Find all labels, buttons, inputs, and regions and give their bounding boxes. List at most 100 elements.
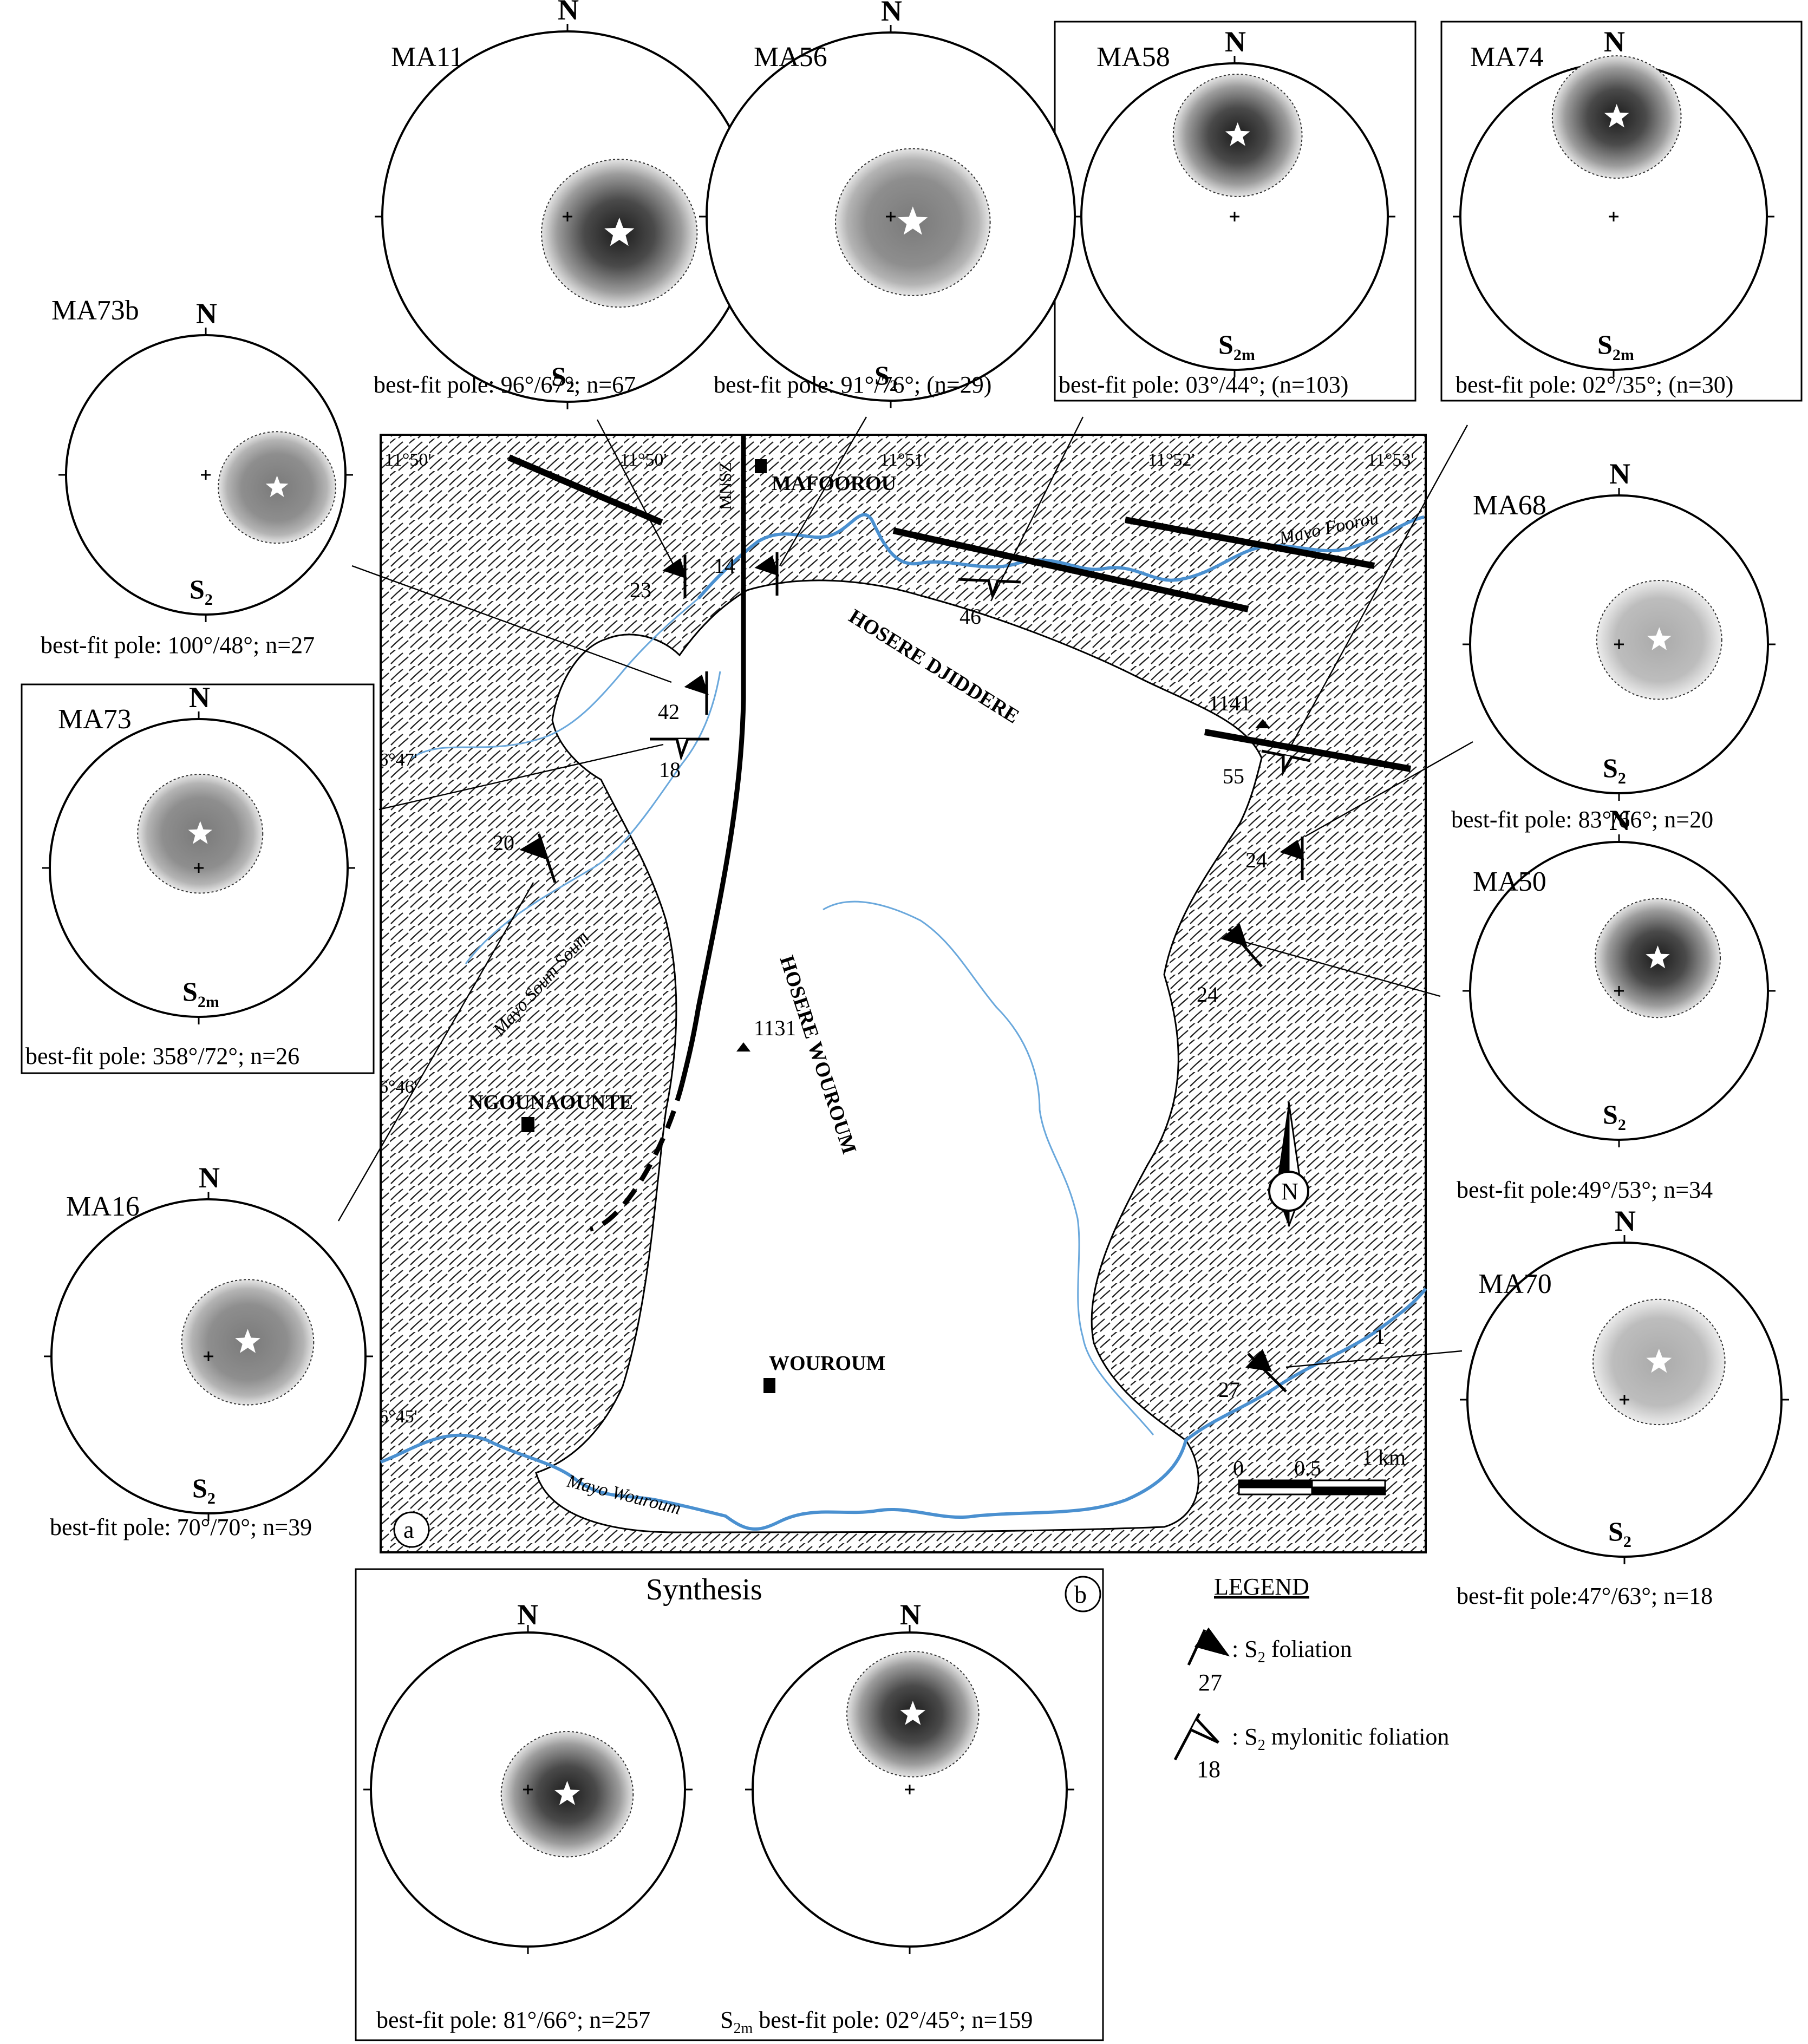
stereonet-MA16 bbox=[44, 1192, 373, 1521]
stereonet-MA70 bbox=[1460, 1235, 1789, 1564]
river-mayo-foorou bbox=[697, 513, 1425, 599]
best-fit-pole-star bbox=[900, 1701, 926, 1725]
dip-42: 42 bbox=[658, 700, 680, 724]
ma74-frame bbox=[1440, 21, 1803, 402]
dip-24b: 24 bbox=[1197, 982, 1218, 1007]
best-fit-pole-star bbox=[1646, 945, 1670, 969]
scale-full: 1 km bbox=[1362, 1445, 1406, 1470]
legend-mylonitic-symbol bbox=[1173, 1713, 1219, 1761]
north-label-MA73: N bbox=[189, 681, 210, 714]
foliation-label-MA16: S2 bbox=[192, 1473, 216, 1507]
panel-label-a: a bbox=[403, 1517, 414, 1543]
caption-MA11: best-fit pole: 96°/67°; n=67 bbox=[374, 371, 636, 398]
lat-tick-2: 6°46' bbox=[379, 1077, 417, 1097]
synthesis-title: Synthesis bbox=[646, 1573, 762, 1607]
dip-27: 27 bbox=[1218, 1377, 1240, 1402]
best-fit-pole-star bbox=[898, 206, 928, 235]
center-cross bbox=[204, 1351, 213, 1361]
panel-label-a-circle bbox=[393, 1511, 430, 1548]
best-fit-pole-star bbox=[1604, 104, 1629, 128]
north-label-synthesis-s2m: N bbox=[900, 1598, 921, 1631]
north-label-MA16: N bbox=[199, 1161, 220, 1194]
town-ngounaounte: NGOUNAOUNTE bbox=[468, 1091, 633, 1114]
foliation-label-MA70: S2 bbox=[1608, 1516, 1631, 1551]
center-cross bbox=[905, 1785, 915, 1794]
dip-18: 18 bbox=[659, 757, 681, 782]
stereonet-MA50 bbox=[1463, 834, 1776, 1147]
stereonet-MA73b bbox=[58, 328, 353, 622]
north-label-MA70: N bbox=[1615, 1205, 1636, 1237]
scale-zero: 0 bbox=[1233, 1456, 1244, 1480]
river-mayo-wouroum bbox=[380, 1288, 1427, 1531]
foliation-label-MA50: S2 bbox=[1603, 1099, 1626, 1134]
lon-tick-3: 11°51' bbox=[880, 450, 926, 470]
center-cross bbox=[1614, 986, 1624, 996]
best-fit-pole-star bbox=[604, 217, 635, 246]
caption-MA58: best-fit pole: 03°/44°; (n=103) bbox=[1059, 371, 1348, 398]
ma73-frame bbox=[21, 683, 375, 1074]
center-cross bbox=[1614, 639, 1624, 649]
north-label-synthesis-s2: N bbox=[517, 1598, 538, 1631]
caption-MA73b: best-fit pole: 100°/48°; n=27 bbox=[41, 632, 315, 658]
stereonet-name-MA74: MA74 bbox=[1470, 42, 1544, 73]
north-label-MA73b: N bbox=[196, 297, 217, 330]
center-cross bbox=[1609, 212, 1618, 221]
stereonet-MA58 bbox=[1074, 56, 1395, 377]
legend-foliation-dip: 27 bbox=[1198, 1669, 1222, 1696]
dip-1: 1 bbox=[1374, 1324, 1385, 1349]
center-cross bbox=[1620, 1395, 1629, 1405]
center-cross bbox=[201, 470, 211, 480]
dip-46: 46 bbox=[960, 604, 981, 629]
stereonet-MA74 bbox=[1453, 55, 1774, 377]
lat-tick-1: 6°47' bbox=[379, 750, 417, 770]
dip-symbols bbox=[519, 552, 1304, 1393]
best-fit-pole-star bbox=[1646, 1348, 1672, 1373]
north-label-MA50: N bbox=[1609, 804, 1630, 837]
peaks bbox=[736, 719, 1270, 1052]
north-label-MA68: N bbox=[1609, 458, 1630, 490]
stereonet-MA73 bbox=[42, 711, 355, 1024]
dip-55: 55 bbox=[1223, 764, 1244, 788]
foliation-label-MA73: S2m bbox=[182, 976, 219, 1011]
peak-1141: 1141 bbox=[1209, 691, 1251, 715]
stereonet-MA56 bbox=[699, 25, 1082, 408]
legend-title: LEGEND bbox=[1214, 1573, 1309, 1600]
stereonet-name-MA58: MA58 bbox=[1096, 42, 1170, 73]
lat-tick-3: 6°45' bbox=[379, 1407, 417, 1427]
lon-tick-5: 11°53' bbox=[1367, 450, 1414, 470]
north-label-MA74: N bbox=[1604, 25, 1625, 58]
stereonet-name-MA16: MA16 bbox=[66, 1191, 140, 1222]
best-fit-pole-star bbox=[265, 475, 289, 497]
legend-foliation-symbol bbox=[1187, 1627, 1230, 1666]
center-cross bbox=[523, 1785, 533, 1794]
stereonet-name-MA73b: MA73b bbox=[51, 295, 139, 326]
town-mafoorou: MAFOOROU bbox=[772, 472, 896, 495]
mylonitic-dip-symbols bbox=[650, 578, 1311, 777]
towns bbox=[521, 459, 775, 1393]
caption-MA68: best-fit pole: 83°/66°; n=20 bbox=[1451, 806, 1713, 833]
center-cross bbox=[563, 212, 572, 221]
caption-MA70: best-fit pole:47°/63°; n=18 bbox=[1457, 1583, 1713, 1609]
north-label-MA58: N bbox=[1225, 25, 1246, 58]
best-fit-pole-star bbox=[188, 821, 212, 844]
lon-tick-2: 11°50' bbox=[620, 450, 667, 470]
caption-MA16: best-fit pole: 70°/70°; n=39 bbox=[50, 1514, 312, 1540]
legend-foliation-text: : S2 foliation bbox=[1232, 1636, 1352, 1666]
panel-label-b: b bbox=[1074, 1581, 1087, 1608]
best-fit-pole-star bbox=[1647, 627, 1672, 650]
stereonet-name-MA70: MA70 bbox=[1478, 1269, 1552, 1299]
leader-lines bbox=[337, 416, 1473, 1368]
lon-tick-1: 11°50' bbox=[384, 450, 431, 470]
best-fit-pole-star bbox=[1225, 122, 1250, 146]
foliation-label-MA68: S2 bbox=[1603, 753, 1626, 787]
foliation-label-MA58: S2m bbox=[1218, 329, 1255, 364]
panel-label-b-circle bbox=[1065, 1576, 1101, 1612]
town-wouroum: WOUROUM bbox=[769, 1352, 885, 1375]
north-label-MA11: N bbox=[558, 0, 579, 26]
center-cross bbox=[194, 863, 204, 873]
synthesis-frame bbox=[355, 1568, 1104, 2041]
center-cross bbox=[1230, 212, 1239, 221]
caption-synthesis-s2: best-fit pole: 81°/66°; n=257 bbox=[376, 2007, 650, 2033]
